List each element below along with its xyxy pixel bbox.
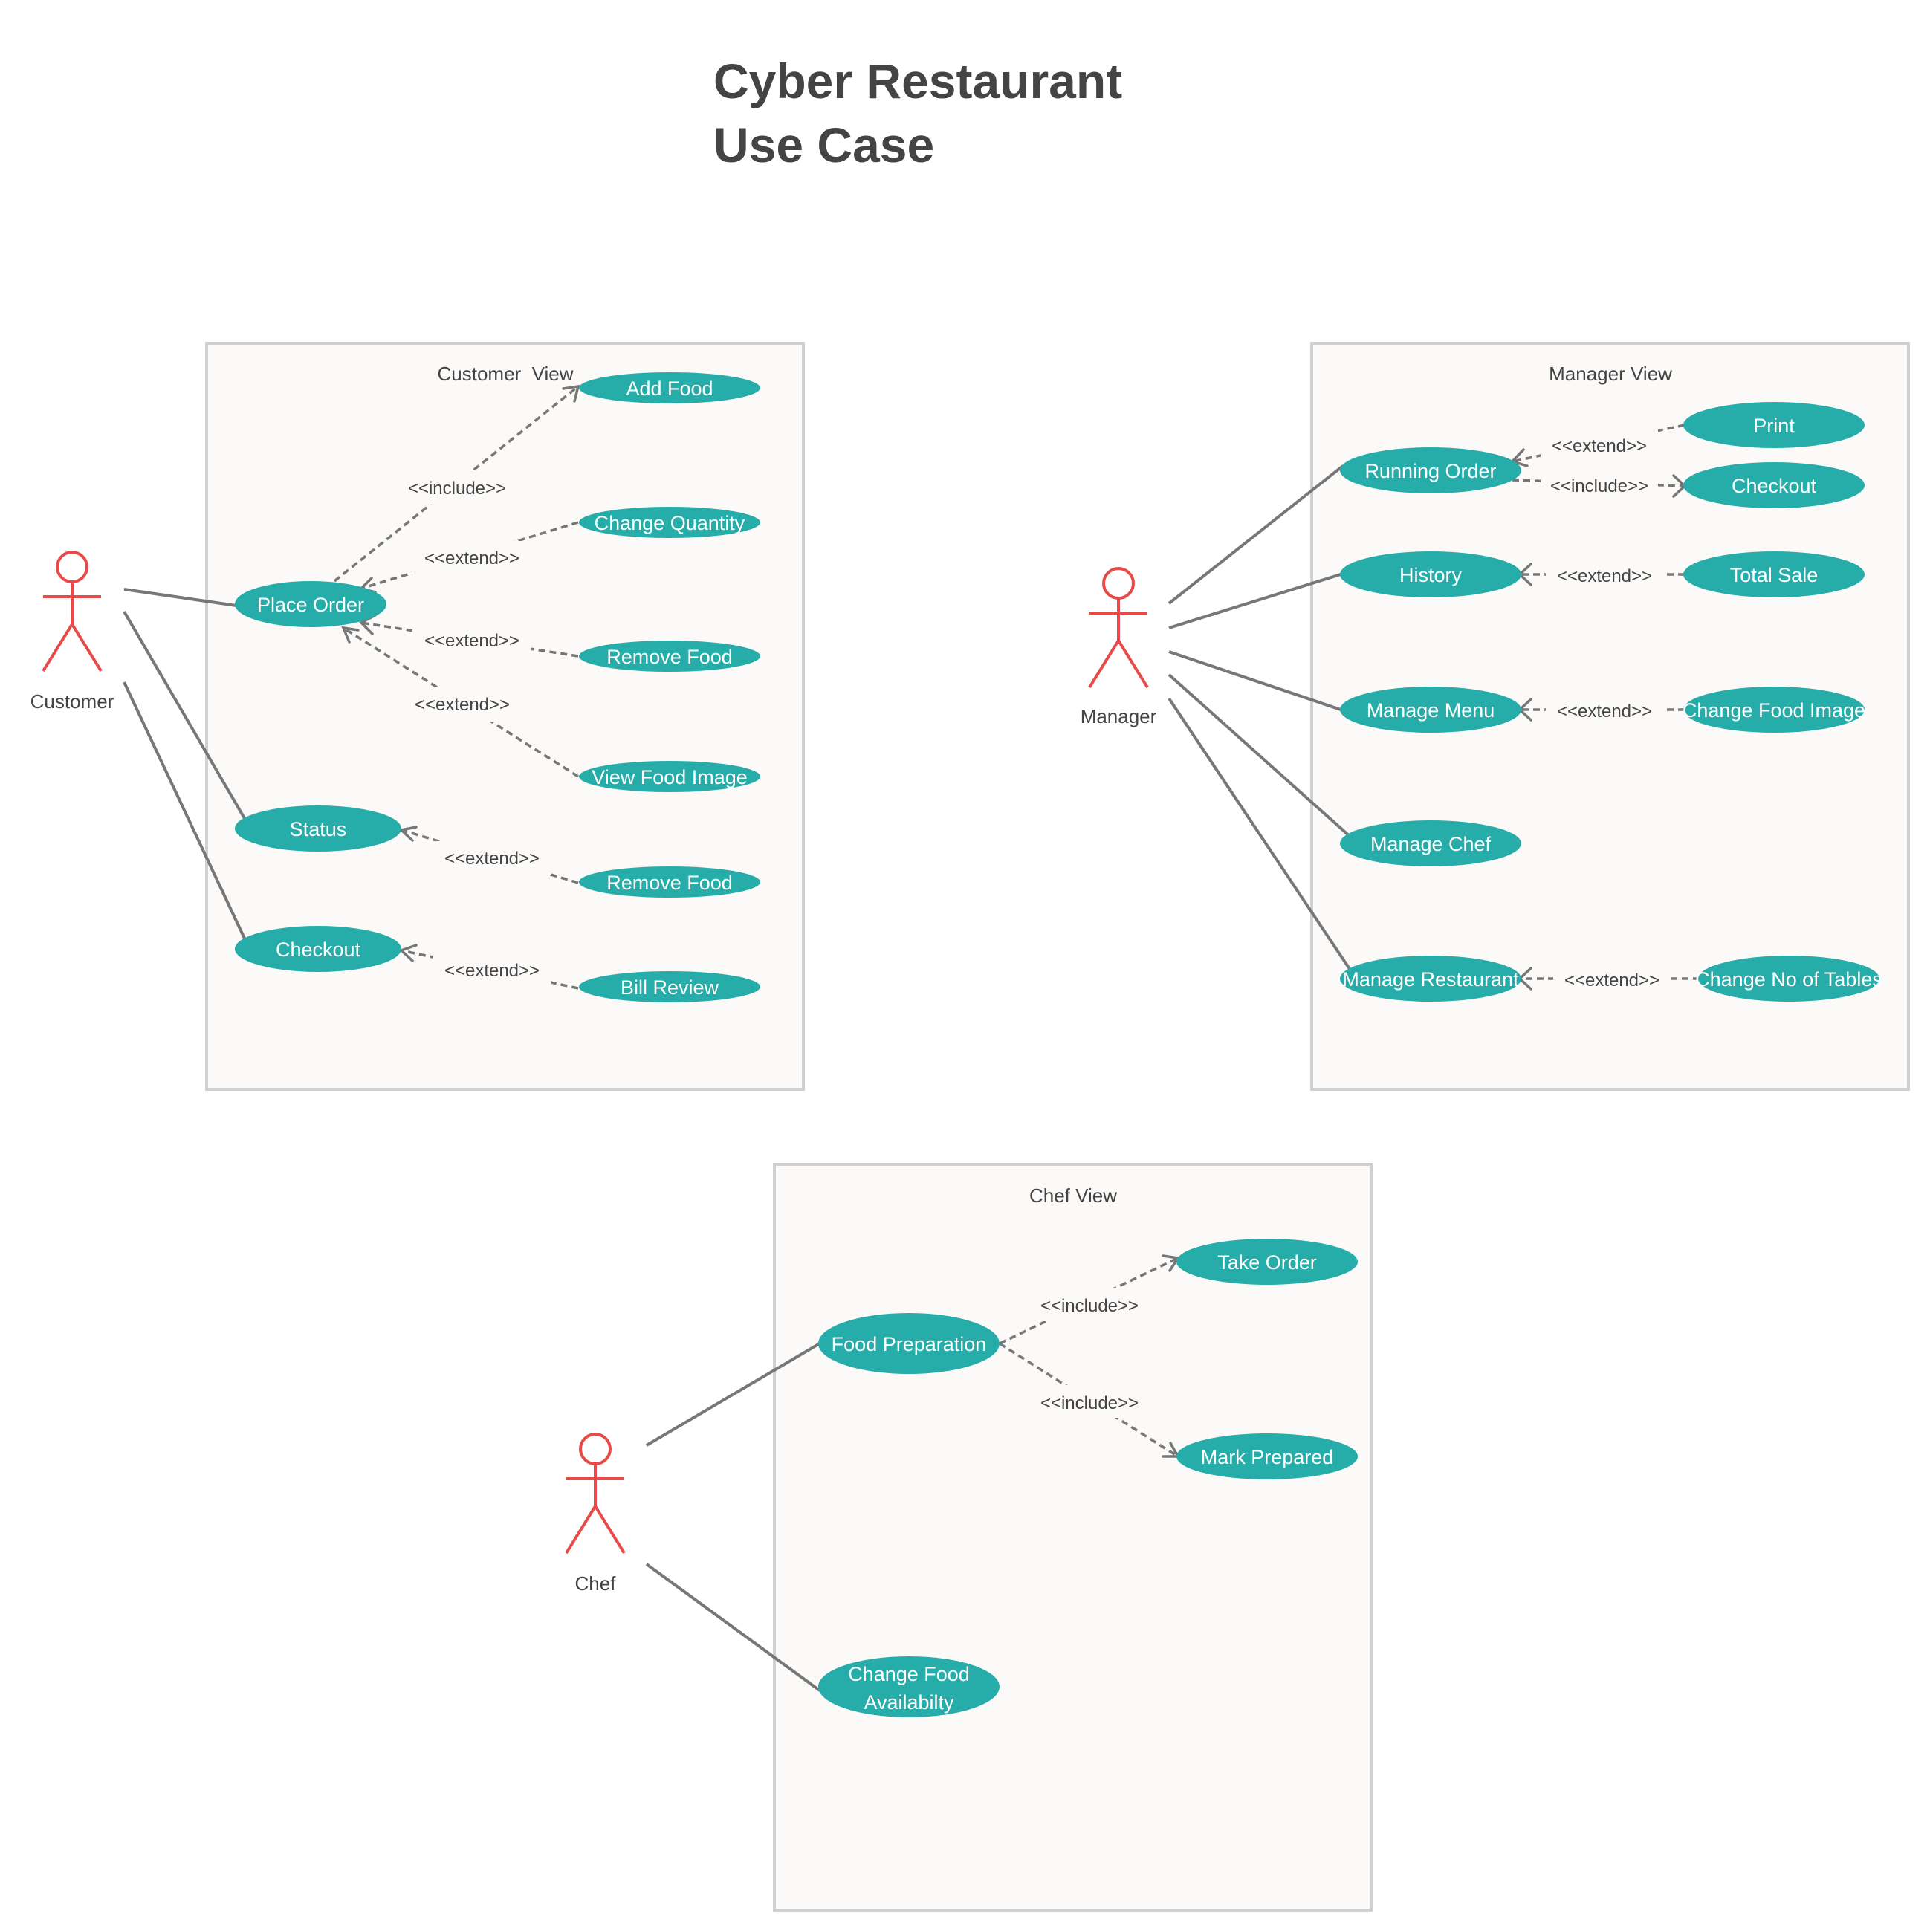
chef-actor-label: Chef <box>575 1572 617 1595</box>
manager-actor[interactable]: Manager <box>1081 567 1157 727</box>
svg-text:<<extend>>: <<extend>> <box>1564 970 1659 991</box>
use-case-manage-menu[interactable]: Manage Menu <box>1340 687 1521 733</box>
svg-text:<<extend>>: <<extend>> <box>1557 701 1652 722</box>
svg-text:Availabilty: Availabilty <box>864 1691 954 1714</box>
dep-place-order-add-food: <<include>> <box>333 384 580 583</box>
svg-text:<<extend>>: <<extend>> <box>1552 436 1647 456</box>
manager-actor-label: Manager <box>1081 705 1157 727</box>
svg-text:Add Food: Add Food <box>626 377 713 400</box>
dep-change-tables-manage-restaurant: <<extend>> <box>1518 963 1700 996</box>
customer-view-label: Customer View <box>437 363 573 385</box>
svg-text:Checkout: Checkout <box>1732 475 1817 497</box>
svg-text:Bill Review: Bill Review <box>621 976 719 999</box>
svg-text:<<extend>>: <<extend>> <box>415 695 510 715</box>
use-case-print[interactable]: Print <box>1683 402 1865 448</box>
assoc-manager-manage-chef <box>1168 673 1353 839</box>
use-case-change-no-of-tables[interactable]: Change No of Tables <box>1695 956 1882 1002</box>
svg-text:<<include>>: <<include>> <box>1040 1393 1139 1413</box>
svg-text:Remove Food: Remove Food <box>606 646 733 668</box>
diagram-title-line-1: Cyber Restaurant <box>713 54 1122 108</box>
svg-text:Place Order: Place Order <box>257 594 364 616</box>
use-case-history[interactable]: History <box>1340 551 1521 597</box>
customer-actor-label: Customer <box>30 690 114 713</box>
svg-text:Manage Chef: Manage Chef <box>1370 833 1492 855</box>
assoc-customer-place-order <box>123 588 237 607</box>
use-case-bill-review[interactable]: Bill Review <box>579 971 760 1002</box>
chef-actor-icon <box>565 1433 626 1555</box>
assoc-manager-manage-restaurant <box>1168 697 1353 973</box>
svg-text:Take Order: Take Order <box>1217 1251 1317 1274</box>
svg-text:Running Order: Running Order <box>1364 460 1496 482</box>
use-case-add-food[interactable]: Add Food <box>579 372 760 403</box>
dep-remove-food-status: <<extend>> <box>398 826 579 884</box>
assoc-customer-status <box>123 610 247 821</box>
svg-text:<<extend>>: <<extend>> <box>1557 566 1652 586</box>
svg-text:Print: Print <box>1753 415 1795 437</box>
use-case-change-food-availability[interactable]: Change Food Availabilty <box>818 1656 1000 1717</box>
manager-actor-icon <box>1088 567 1149 689</box>
use-case-food-preparation[interactable]: Food Preparation <box>818 1313 1000 1374</box>
svg-text:<<extend>>: <<extend>> <box>424 548 519 568</box>
diagram-title-line-2: Use Case <box>713 117 934 172</box>
svg-text:History: History <box>1399 564 1463 586</box>
chef-view-label: Chef View <box>1029 1184 1117 1207</box>
chef-actor[interactable]: Chef <box>565 1433 626 1595</box>
svg-text:Food Preparation: Food Preparation <box>832 1333 987 1355</box>
svg-text:Change Food: Change Food <box>848 1663 970 1685</box>
svg-text:Total Sale: Total Sale <box>1730 564 1819 586</box>
svg-text:Manage Restaurant: Manage Restaurant <box>1342 968 1519 991</box>
use-case-place-order[interactable]: Place Order <box>235 581 386 627</box>
use-case-running-order[interactable]: Running Order <box>1340 447 1521 493</box>
svg-text:Mark Prepared: Mark Prepared <box>1201 1446 1334 1468</box>
use-case-manage-restaurant[interactable]: Manage Restaurant <box>1340 956 1521 1002</box>
svg-text:Checkout: Checkout <box>276 939 361 961</box>
dep-running-order-checkout: <<include>> <box>1512 470 1687 502</box>
manager-view-label: Manager View <box>1549 363 1672 385</box>
dep-bill-review-checkout: <<extend>> <box>398 944 579 990</box>
assoc-manager-running-order <box>1168 464 1344 605</box>
use-case-mark-prepared[interactable]: Mark Prepared <box>1176 1433 1358 1479</box>
svg-text:<<extend>>: <<extend>> <box>444 849 540 869</box>
svg-text:Change Quantity: Change Quantity <box>595 512 745 534</box>
svg-text:Manage Menu: Manage Menu <box>1367 699 1495 722</box>
svg-text:Change Food Image: Change Food Image <box>1683 699 1865 722</box>
svg-text:<<include>>: <<include>> <box>408 479 506 499</box>
svg-text:<<include>>: <<include>> <box>1040 1296 1139 1316</box>
use-case-total-sale[interactable]: Total Sale <box>1683 551 1865 597</box>
svg-text:Change No of Tables: Change No of Tables <box>1695 968 1882 991</box>
dep-remove-food-place-order: <<extend>> <box>359 614 579 658</box>
use-case-checkout-manager[interactable]: Checkout <box>1683 462 1865 508</box>
customer-actor[interactable]: Customer <box>30 551 114 713</box>
dep-food-preparation-mark-prepared: <<include>> <box>999 1342 1180 1458</box>
svg-text:<<include>>: <<include>> <box>1550 476 1648 496</box>
use-case-view-food-image[interactable]: View Food Image <box>579 761 760 792</box>
use-case-manage-chef[interactable]: Manage Chef <box>1340 820 1521 866</box>
svg-text:Remove Food: Remove Food <box>606 872 733 894</box>
svg-text:View Food Image: View Food Image <box>592 766 748 788</box>
dep-print-running-order: <<extend>> <box>1509 424 1685 467</box>
assoc-chef-change-food-availability <box>645 1563 821 1692</box>
dep-total-sale-history: <<extend>> <box>1518 559 1685 591</box>
use-case-change-quantity[interactable]: Change Quantity <box>579 507 760 538</box>
assoc-manager-history <box>1168 572 1344 629</box>
use-case-remove-food-1[interactable]: Remove Food <box>579 641 760 672</box>
assoc-manager-manage-menu <box>1168 650 1344 712</box>
use-case-change-food-image[interactable]: Change Food Image <box>1683 687 1865 733</box>
dep-food-preparation-take-order: <<include>> <box>999 1254 1180 1345</box>
customer-actor-icon <box>42 551 103 672</box>
dep-view-food-image-place-order: <<extend>> <box>341 626 579 778</box>
use-case-status[interactable]: Status <box>235 805 401 852</box>
use-case-take-order[interactable]: Take Order <box>1176 1239 1358 1285</box>
svg-text:<<extend>>: <<extend>> <box>424 631 519 651</box>
assoc-chef-food-preparation <box>645 1342 821 1447</box>
assoc-customer-checkout <box>123 681 247 941</box>
dep-change-food-image-manage-menu: <<extend>> <box>1518 694 1685 727</box>
use-case-checkout-customer[interactable]: Checkout <box>235 926 401 972</box>
use-case-remove-food-2[interactable]: Remove Food <box>579 866 760 898</box>
svg-text:Status: Status <box>290 818 347 840</box>
svg-text:<<extend>>: <<extend>> <box>444 961 540 981</box>
